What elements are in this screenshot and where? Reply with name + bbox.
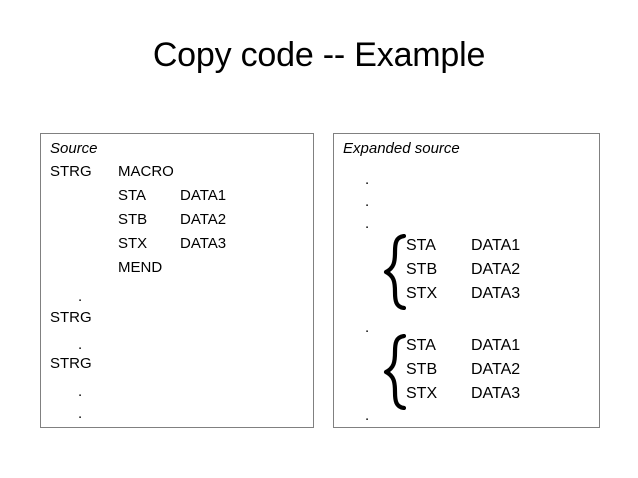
expanded-b2-operand-2: DATA3	[471, 385, 521, 402]
source-operand-1: DATA1	[180, 187, 227, 204]
source-continuation-dot-2: .	[78, 336, 83, 353]
source-continuation-dot-3: .	[78, 383, 83, 400]
page-title: Copy code -- Example	[152, 36, 486, 74]
source-panel-heading: Source	[50, 140, 98, 157]
source-op-1: STA	[118, 187, 147, 204]
source-continuation-dot-4: .	[78, 405, 83, 422]
source-panel: Source STRG MACRO STA DATA1 STB DATA2	[40, 133, 314, 428]
expanded-continuation-dot-4: .	[365, 319, 370, 336]
source-operand-3: DATA3	[180, 235, 227, 252]
expanded-b2-op-0: STA	[406, 337, 436, 354]
source-op-3: STX	[118, 235, 148, 252]
source-label-6: STRG	[50, 355, 92, 372]
expanded-b2-operand-0: DATA1	[471, 337, 521, 354]
source-op-2: STB	[118, 211, 148, 228]
expanded-b1-op-0: STA	[406, 237, 436, 254]
expanded-b1-operand-1: DATA2	[471, 261, 521, 278]
expanded-b2-operand-1: DATA2	[471, 361, 521, 378]
expanded-b1-op-2: STX	[406, 285, 438, 302]
source-label-0: STRG	[50, 163, 92, 180]
source-op-4: MEND	[118, 259, 163, 276]
expanded-b2-op-1: STB	[406, 361, 438, 378]
source-op-0: MACRO	[118, 163, 174, 180]
source-continuation-dot-1: .	[78, 288, 83, 305]
expanded-continuation-dot-2: .	[365, 193, 370, 210]
expanded-b1-operand-0: DATA1	[471, 237, 521, 254]
macro-expansion-brace-1	[380, 234, 406, 310]
expanded-continuation-dot-5: .	[365, 407, 370, 424]
expanded-panel-heading: Expanded source	[343, 140, 460, 157]
expanded-continuation-dot-1: .	[365, 171, 370, 188]
expanded-b2-op-2: STX	[406, 385, 438, 402]
expanded-b1-op-1: STB	[406, 261, 438, 278]
expanded-b1-operand-2: DATA3	[471, 285, 521, 302]
expanded-continuation-dot-3: .	[365, 215, 370, 232]
expanded-source-panel: Expanded source . . . STA DATA1 STB DATA…	[333, 133, 600, 428]
macro-expansion-brace-2	[380, 334, 406, 410]
source-operand-2: DATA2	[180, 211, 227, 228]
source-label-5: STRG	[50, 309, 92, 326]
